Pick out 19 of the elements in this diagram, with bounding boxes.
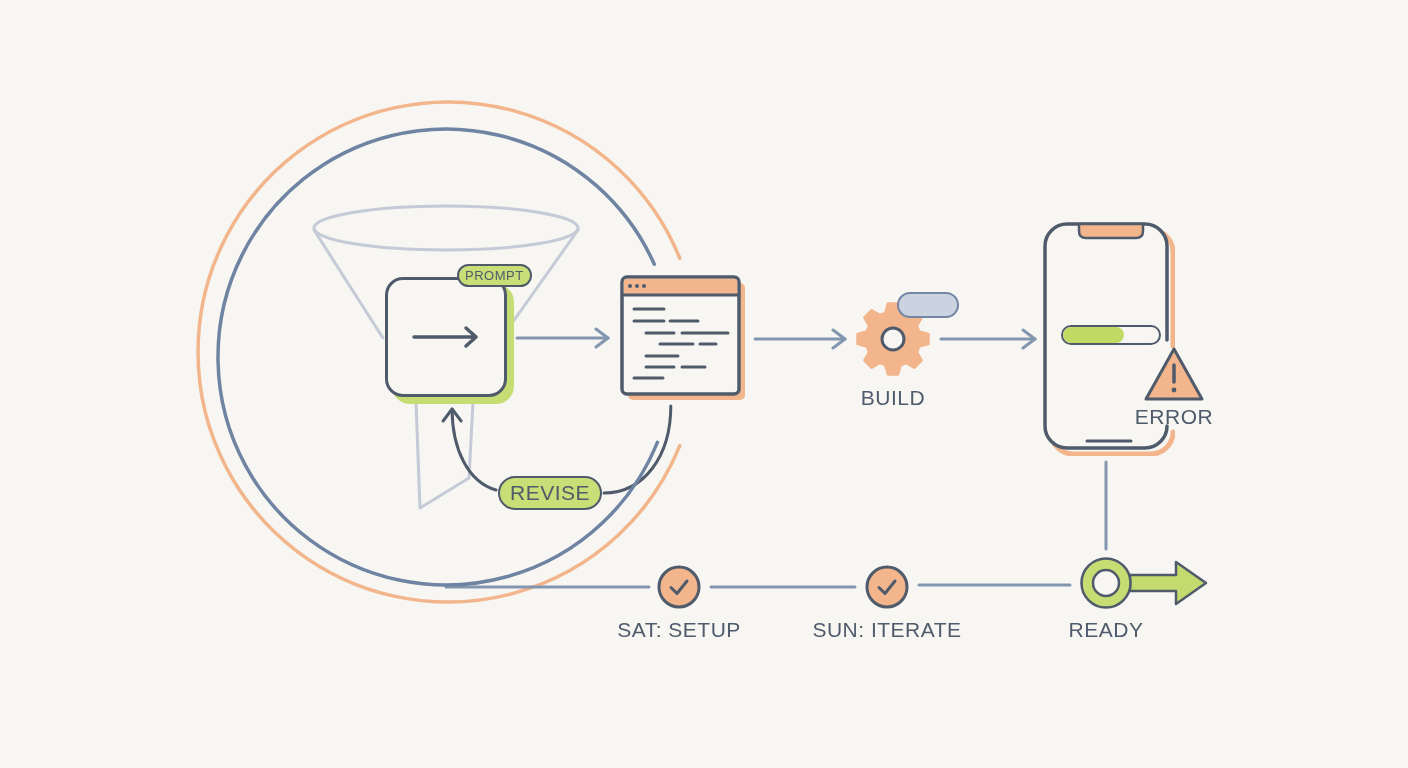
tag: REVISE xyxy=(498,476,602,510)
connector-line xyxy=(444,585,651,589)
arrow xyxy=(753,328,847,350)
tag xyxy=(897,292,959,318)
step-label: BUILD xyxy=(860,386,926,410)
connector-line xyxy=(602,404,673,495)
milestone-label: READY xyxy=(1068,618,1144,642)
connector-line xyxy=(1104,460,1108,551)
arrow xyxy=(515,327,610,349)
connector-line xyxy=(917,583,1072,587)
arrow xyxy=(442,407,498,492)
milestone-label: SAT: SETUP xyxy=(617,618,741,642)
code-window xyxy=(620,275,747,402)
tag: PROMPT xyxy=(457,264,532,287)
status-label: ERROR xyxy=(1134,405,1214,429)
block-arrow xyxy=(1128,560,1208,606)
arrow xyxy=(939,328,1037,350)
connector-line xyxy=(709,585,857,589)
milestone-label: SUN: ITERATE xyxy=(812,618,962,642)
